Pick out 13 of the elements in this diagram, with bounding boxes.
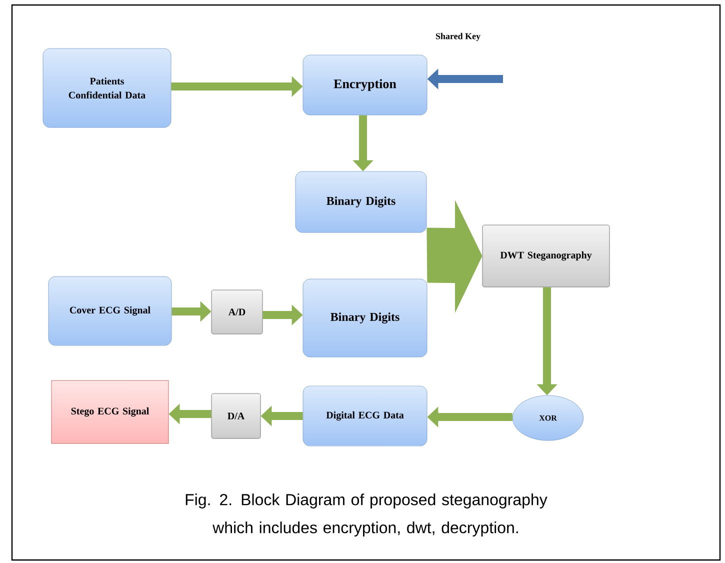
caption: Fig. 2. Block Diagram of proposed steganography which includes encryption, dwt, decryption. (186, 494, 548, 536)
process-box: Encryption (302, 54, 428, 116)
process-box: DWT Steganography (482, 224, 610, 288)
key-label: Shared Key (436, 32, 480, 42)
process-box: Digital ECG Data (302, 386, 428, 446)
process-box: Binary Digits (295, 171, 427, 233)
converter-box: A/D (211, 290, 263, 334)
process-box: Patients Confidential Data (42, 48, 172, 128)
merge-arrow (426, 200, 482, 313)
process-box: Cover ECG Signal (48, 276, 172, 346)
output-box: Stego ECG Signal (51, 380, 169, 444)
process-box: Binary Digits (302, 278, 428, 358)
converter-box: D/A (211, 393, 261, 439)
